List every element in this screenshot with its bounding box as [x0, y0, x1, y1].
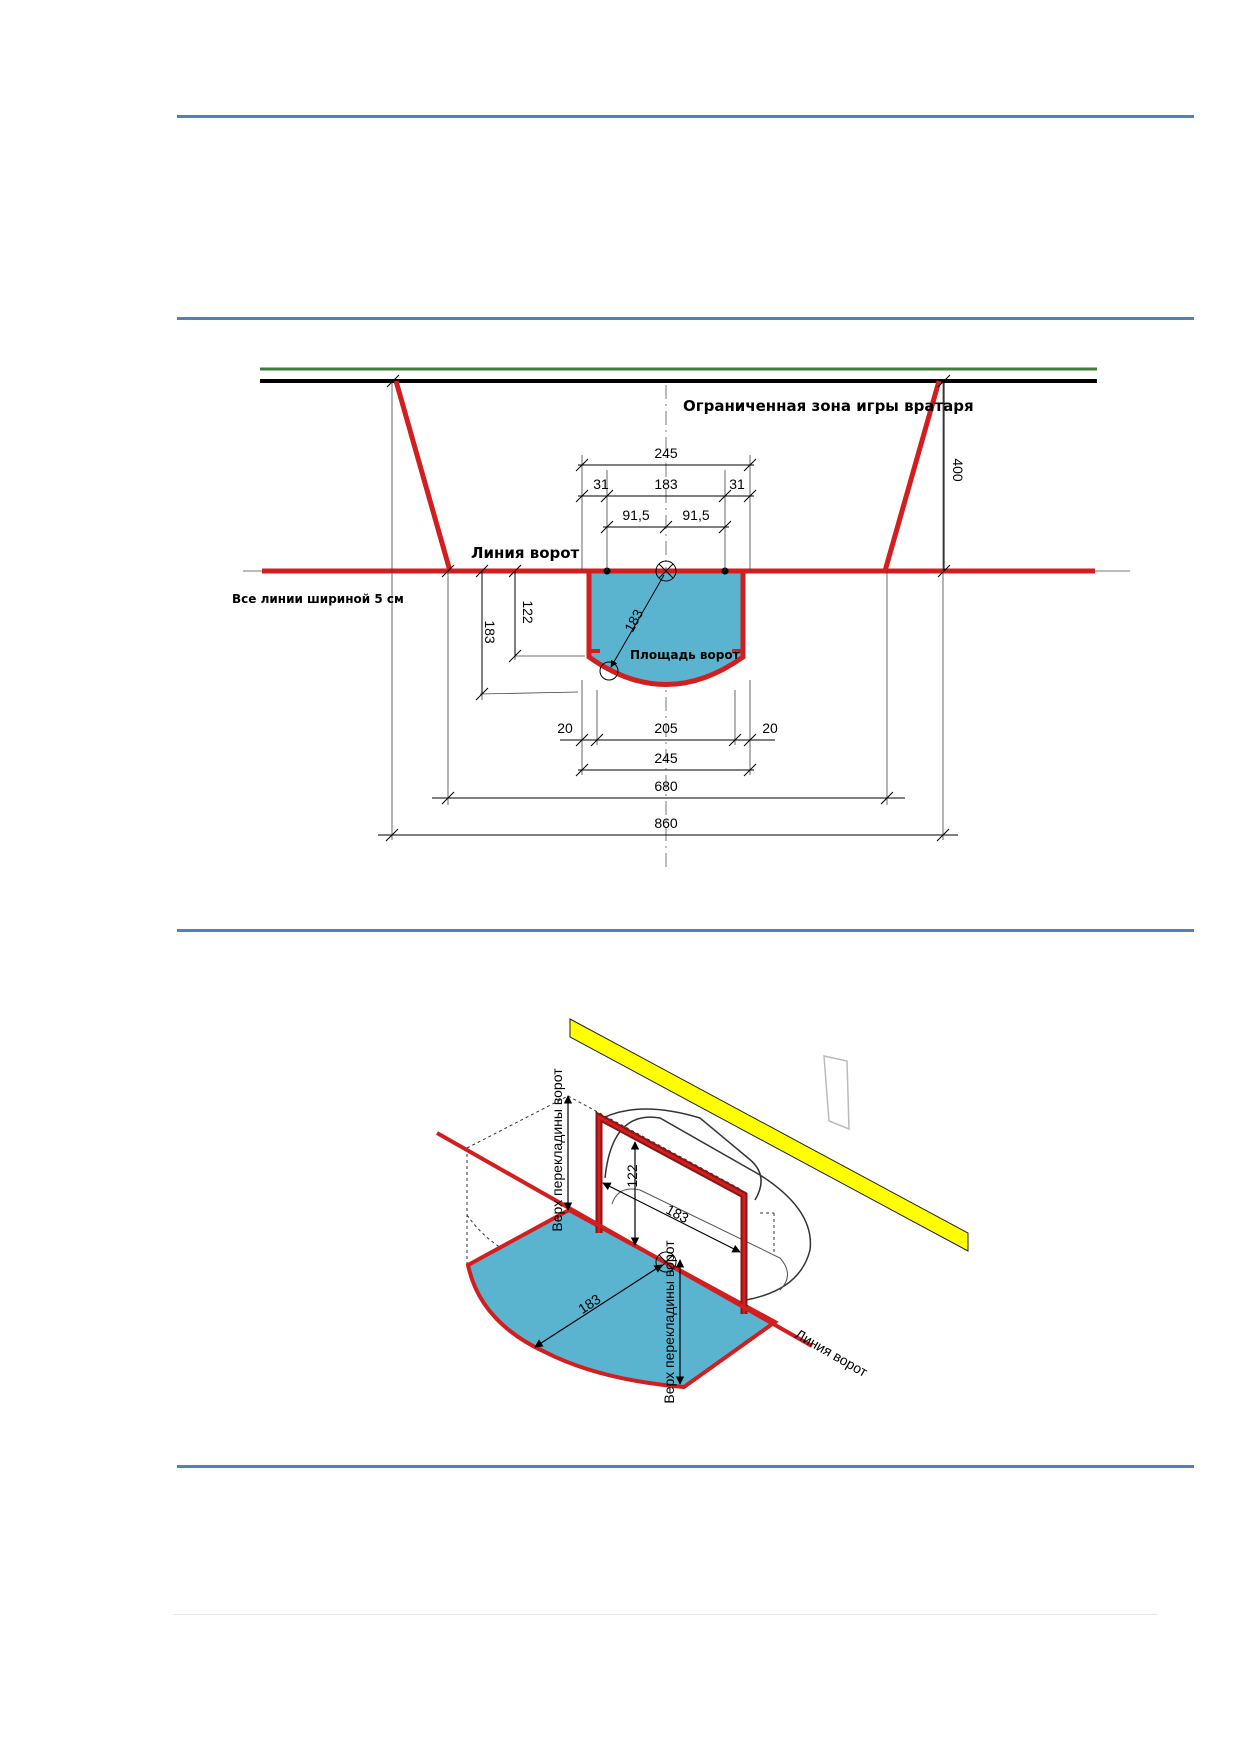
goal-frame-highlight [597, 1114, 746, 1314]
dim-680: 680 [654, 778, 678, 794]
dim-245-bottom: 245 [654, 750, 678, 766]
dim-860: 860 [654, 815, 678, 831]
dimension-lines [378, 374, 958, 842]
dim-20-left: 20 [557, 720, 573, 736]
dim-20-right: 20 [762, 720, 778, 736]
dim-122: 122 [520, 600, 536, 624]
dim-183-top: 183 [654, 476, 678, 492]
goal-perspective-diagram: 122 183 183 Верх перекладины ворот Верх … [436, 1018, 969, 1404]
goal-net-top [602, 1108, 762, 1201]
perspective-center-marker [655, 1251, 677, 1273]
goal-center-marker [655, 560, 677, 582]
crossbar-label-left: Верх перекладины ворот [549, 1068, 565, 1232]
arrow-183-crease [534, 1264, 663, 1348]
radius-183-line [610, 574, 665, 668]
board-door-outline [823, 1055, 850, 1131]
section-rule-1 [177, 115, 1194, 118]
crease-label: Площадь ворот [630, 648, 740, 662]
dim-205: 205 [654, 720, 678, 736]
restricted-zone-label: Ограниченная зона игры вратаря [683, 397, 974, 415]
trapezoid-right-line [882, 380, 942, 572]
dim-245-top: 245 [654, 445, 678, 461]
perspective-dim-122: 122 [624, 1164, 640, 1188]
dim-400: 400 [950, 458, 966, 482]
footer-rule [173, 1614, 1158, 1615]
dim-31-right: 31 [729, 476, 745, 492]
perspective-goal-line-label: Линия ворот [793, 1326, 871, 1381]
crease-arc-marker [599, 661, 619, 681]
dim-91-5-right: 91,5 [682, 507, 709, 523]
section-rule-4 [177, 1465, 1194, 1468]
dim-91-5-left: 91,5 [622, 507, 649, 523]
line-width-note: Все линии шириной 5 см [232, 592, 404, 606]
yellow-board [569, 1018, 969, 1252]
perspective-dim-183-goal: 183 [663, 1201, 691, 1226]
trapezoid-left-line [393, 380, 453, 572]
crossbar-label-right: Верх перекладины ворот [661, 1240, 677, 1404]
dim-31-left: 31 [593, 476, 609, 492]
goal-line-label: Линия ворот [471, 544, 580, 562]
goal-crease-area [586, 568, 746, 687]
arrow-183-goal [602, 1182, 741, 1253]
dim-183-left: 183 [482, 620, 498, 644]
section-rule-3 [177, 929, 1194, 932]
section-rule-2 [177, 317, 1194, 320]
goal-area-plan-diagram: 245 31 183 31 91,5 91,5 400 122 183 183 … [232, 367, 1130, 870]
